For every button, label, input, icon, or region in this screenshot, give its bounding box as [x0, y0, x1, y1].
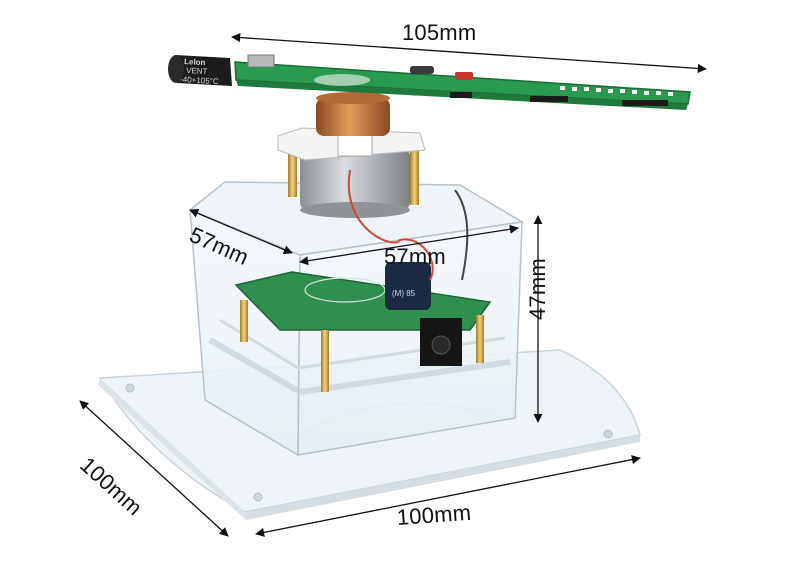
dimension-label-box-width: 57mm: [384, 244, 446, 269]
svg-text:(M) 85: (M) 85: [392, 289, 416, 298]
capacitor-brand-text: Lelon: [184, 57, 206, 67]
dimension-arrow-base-width: [255, 455, 641, 537]
dimension-arrow-box-depth: [189, 208, 293, 255]
dimension-label-box-height: 47mm: [525, 258, 550, 320]
dimension-arrows: [79, 33, 707, 537]
dimension-arrow-pcb-length: [231, 33, 707, 73]
inner-circuit-board: (M) 85: [234, 262, 492, 392]
capacitor: Lelon VENT -40+105°C: [168, 55, 232, 86]
dimension-label-base-width: 100mm: [396, 499, 472, 530]
capacitor-series-text: VENT: [186, 66, 208, 76]
dimension-arrow-box-width: [299, 224, 519, 266]
capacitor-rating-text: -40+105°C: [180, 75, 219, 86]
motor-assembly: [277, 92, 469, 281]
dimension-arrow-base-depth: [79, 400, 229, 537]
dimension-label-pcb-length: 105mm: [402, 20, 477, 45]
